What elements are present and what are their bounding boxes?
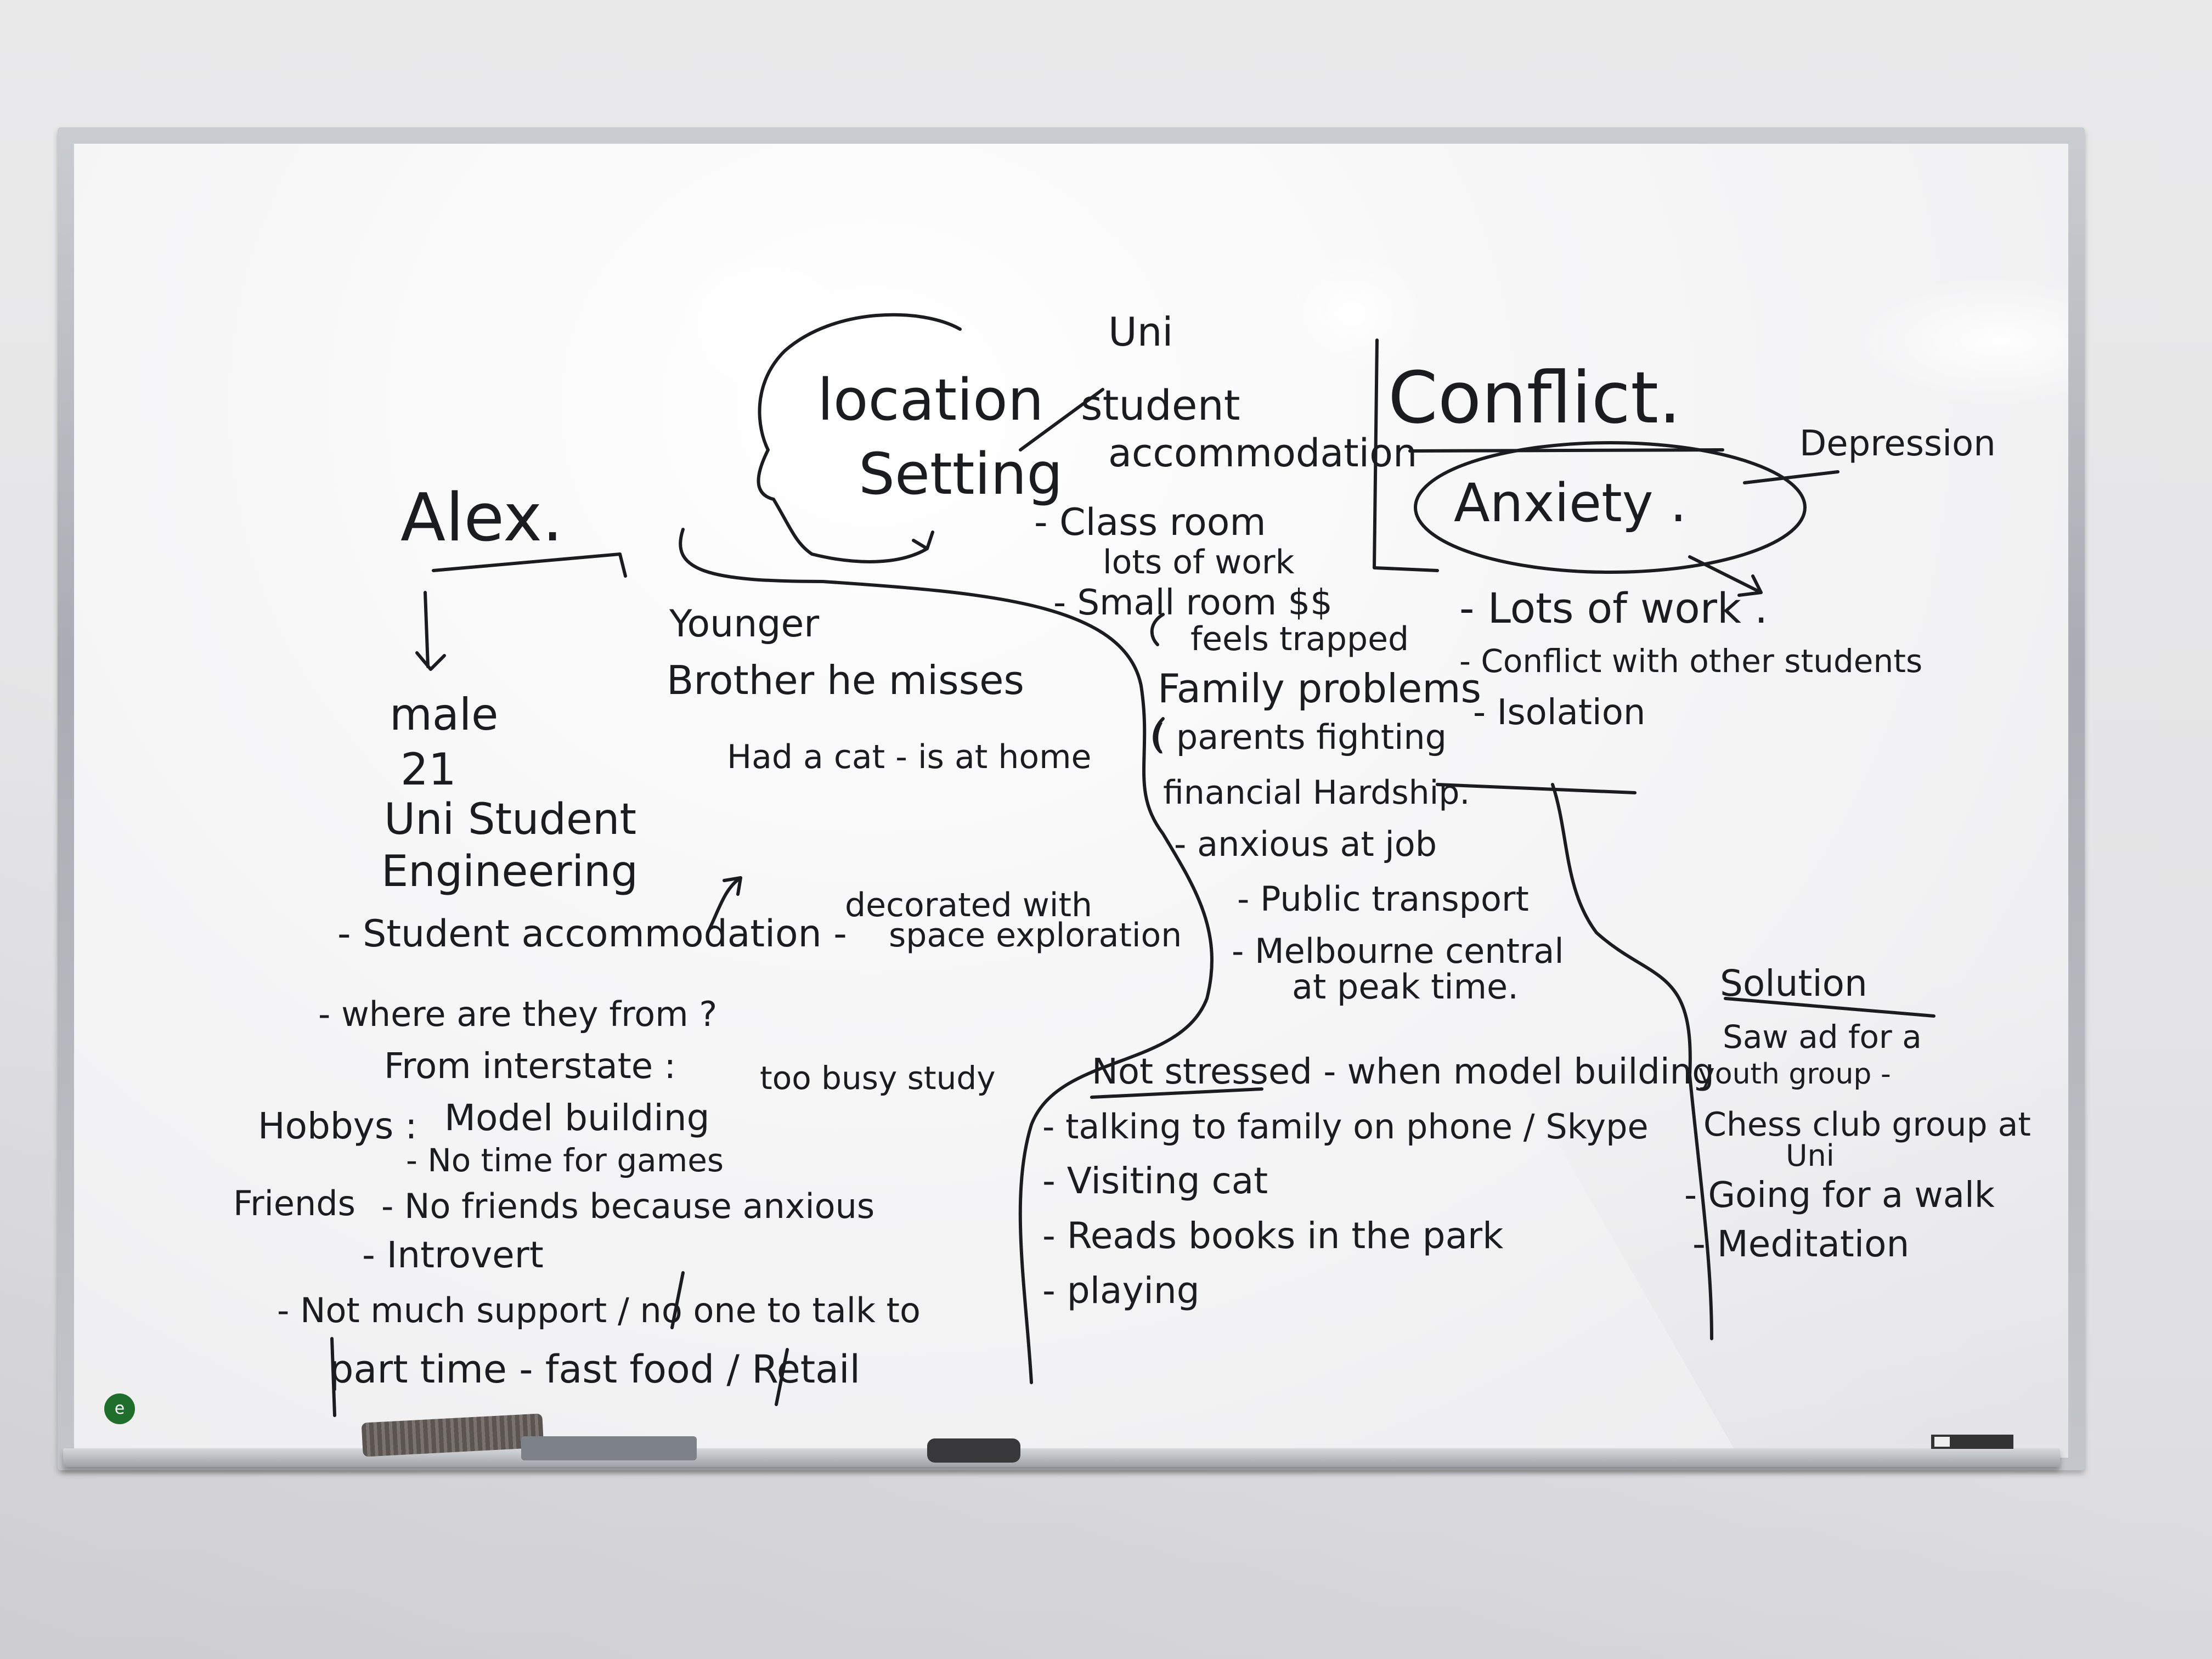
alex-title: Alex.: [400, 480, 563, 556]
conflict-underline: [1408, 448, 1724, 453]
where-from-question: - where are they from ?: [318, 994, 717, 1034]
solution-line-2: youth group -: [1698, 1058, 1891, 1091]
uni-line: Uni: [1108, 309, 1173, 355]
handwritten-text: Alex. male 21 Uni Student Engineering - …: [233, 309, 2031, 1392]
not-stressed-item-1: - talking to family on phone / Skype: [1042, 1107, 1649, 1147]
decorated-line-1: decorated with: [845, 886, 1092, 924]
solution-line-5: - Going for a walk: [1684, 1175, 1995, 1216]
not-stressed-item-3: - Reads books in the park: [1042, 1215, 1504, 1257]
connector-line: [1019, 388, 1104, 452]
classroom-item: - Class room: [1034, 501, 1266, 544]
feels-trapped-item: feels trapped: [1190, 620, 1409, 658]
cat-note: Had a cat - is at home: [727, 738, 1091, 776]
parents-fighting-item: ( parents fighting: [1152, 717, 1447, 757]
decorated-line-2: space exploration: [889, 916, 1182, 955]
lots-of-work-item: lots of work: [1103, 543, 1295, 582]
retail-slash: [775, 1348, 789, 1406]
friends-value: - No friends because anxious: [381, 1186, 874, 1226]
solution-line-6: - Meditation: [1692, 1223, 1909, 1265]
anxiety-label: Anxiety .: [1454, 472, 1687, 534]
accommodation-arrow: [706, 876, 742, 934]
part-time-note: part time - fast food / Retail: [329, 1347, 860, 1392]
brother-line-2: Brother he misses: [667, 657, 1024, 703]
anxious-at-job-item: - anxious at job: [1174, 824, 1437, 864]
brother-line-1: Younger: [669, 602, 819, 646]
alex-age: 21: [400, 744, 456, 795]
light-glare: [1281, 253, 1424, 374]
not-stressed-item-4: - playing: [1042, 1269, 1200, 1312]
solution-title: Solution: [1720, 962, 1867, 1005]
support-note: - Not much support / no one to talk to: [277, 1290, 921, 1330]
support-slash: [670, 1271, 685, 1329]
conflict-item-1: - Lots of work .: [1459, 584, 1768, 633]
conflict-title: Conflict.: [1388, 356, 1681, 439]
peak-time-item: at peak time.: [1292, 967, 1519, 1007]
ink-strokes: [330, 313, 1936, 1417]
solution-underline: [1724, 997, 1936, 1018]
arrow-head: [912, 531, 934, 550]
family-problems-item: Family problems: [1158, 665, 1481, 712]
accommodation-line: accommodation: [1108, 431, 1417, 476]
small-room-item: - Small room $$: [1053, 583, 1333, 623]
depression-label: Depression: [1799, 424, 1996, 464]
hardship-line: [1436, 783, 1637, 794]
student-line: student: [1081, 381, 1240, 430]
financial-hardship-item: financial Hardship.: [1163, 774, 1470, 812]
not-stressed-underline: [1090, 1087, 1263, 1099]
eraser-holder[interactable]: [521, 1436, 697, 1460]
anxiety-depression-link: [1743, 470, 1839, 484]
too-busy-note: too busy study: [760, 1059, 996, 1097]
conflict-divider: [1373, 338, 1439, 572]
trapped-connector: [1150, 613, 1165, 646]
melbourne-central-item: - Melbourne central: [1232, 931, 1564, 971]
conflict-item-2: - Conflict with other students: [1459, 642, 1922, 680]
solution-divider: [1551, 783, 1713, 1340]
alex-accommodation: - Student accommodation -: [337, 912, 847, 956]
head-outline: [757, 313, 962, 563]
setting-title: Setting: [859, 441, 1063, 507]
divider-curve: [679, 528, 1214, 1384]
hobbys-label: Hobbys :: [258, 1105, 417, 1147]
alex-field: Engineering: [381, 847, 638, 896]
hobbys-value: Model building: [444, 1097, 710, 1139]
no-time-note: - No time for games: [406, 1142, 724, 1179]
anxiety-ellipse: [1414, 441, 1807, 574]
brand-logo-icon: e: [104, 1393, 135, 1424]
conflict-item-3: - Isolation: [1473, 692, 1645, 733]
alex-occupation: Uni Student: [384, 795, 636, 844]
solution-line-1: Saw ad for a: [1723, 1018, 1922, 1056]
solution-line-3: Chess club group at: [1703, 1105, 2031, 1144]
introvert-note: - Introvert: [362, 1234, 544, 1276]
alex-underline: [432, 552, 627, 578]
alex-arrow: [415, 591, 446, 671]
where-from-answer: From interstate :: [384, 1046, 676, 1087]
not-stressed-item-2: - Visiting cat: [1042, 1160, 1268, 1202]
whiteboard-surface: [74, 144, 2068, 1458]
alex-gender: male: [390, 689, 498, 740]
location-title: location: [817, 366, 1044, 433]
friends-label: Friends: [233, 1183, 356, 1223]
public-transport-item: - Public transport: [1237, 879, 1529, 919]
manufacturer-label: [1931, 1435, 2013, 1449]
parents-bracket: [1153, 717, 1165, 753]
marker[interactable]: [927, 1438, 1020, 1463]
anxiety-arrow: [1688, 555, 1763, 597]
part-time-tick: [330, 1337, 336, 1417]
not-stressed-title: Not stressed - when model building: [1092, 1052, 1714, 1092]
solution-line-4: Uni: [1786, 1138, 1835, 1173]
